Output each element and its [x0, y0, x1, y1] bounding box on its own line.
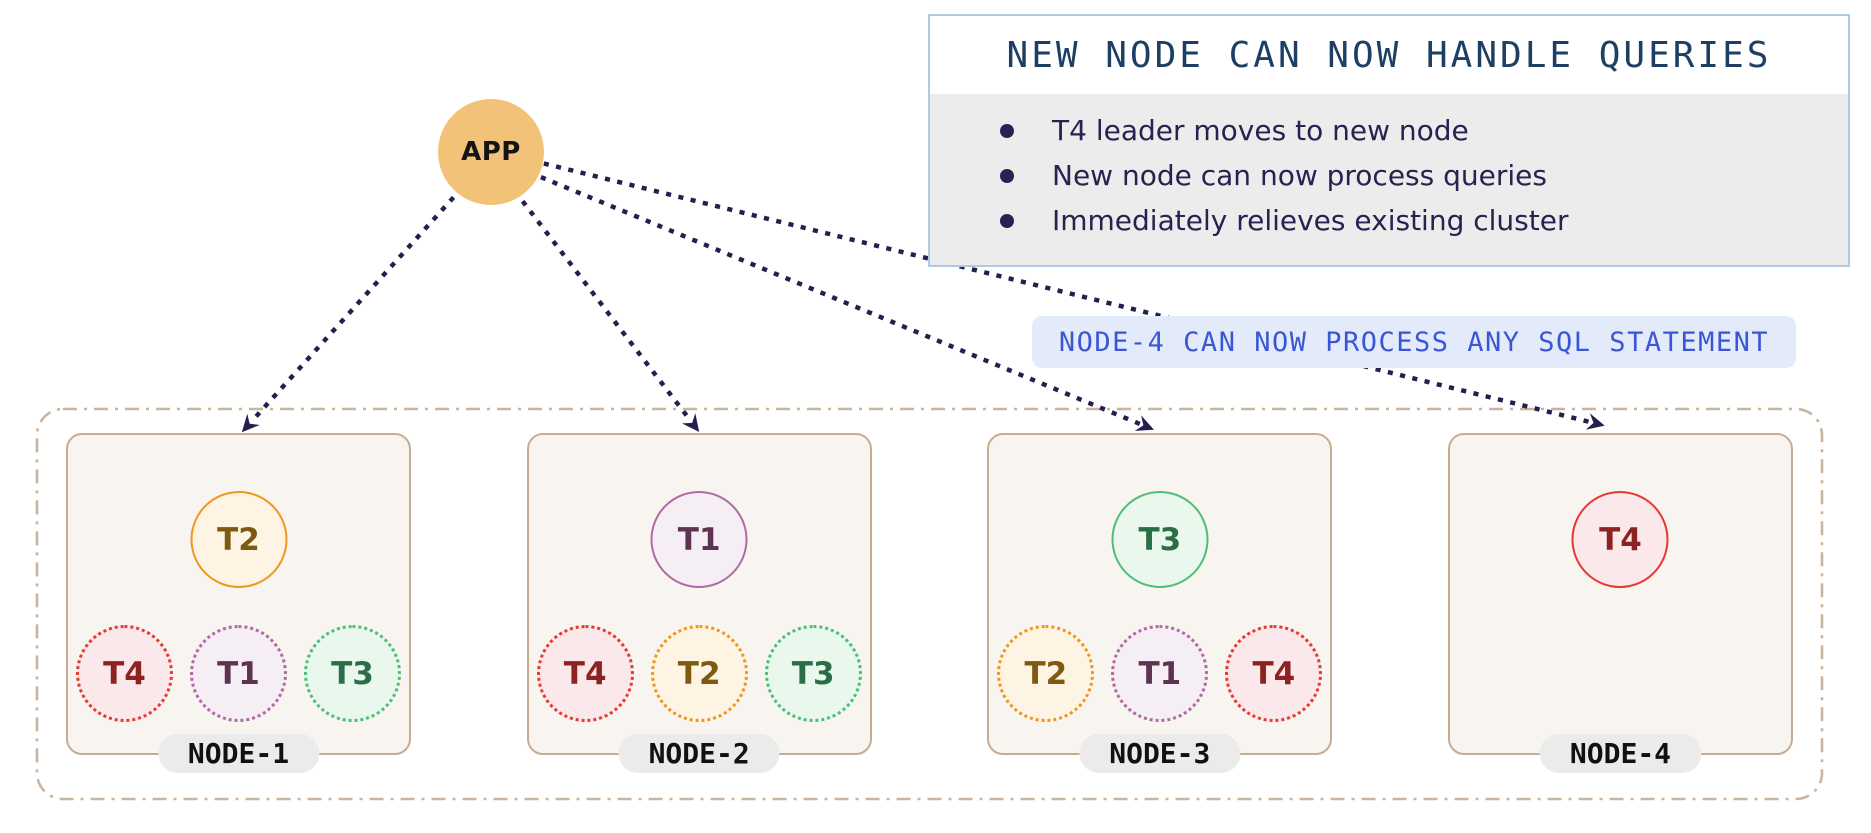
leader-tablet-t4: T4 [1571, 491, 1669, 588]
info-bullet: Immediately relieves existing cluster [982, 198, 1848, 243]
info-bullet: T4 leader moves to new node [982, 108, 1848, 153]
node-label: NODE-4 [1539, 734, 1702, 773]
app-to-node2-arrow [520, 199, 700, 433]
follower-tablet-t4: T4 [1225, 625, 1323, 722]
follower-tablet-t3: T3 [764, 625, 862, 722]
follower-tablet-t4: T4 [536, 625, 634, 722]
cluster-boundary [35, 407, 1824, 801]
info-bullet: New node can now process queries [982, 153, 1848, 198]
info-bullet-list: T4 leader moves to new node New node can… [982, 108, 1848, 243]
node-label: NODE-2 [618, 734, 780, 773]
app-to-node1-arrow [241, 195, 456, 433]
info-box-body: T4 leader moves to new node New node can… [930, 94, 1848, 265]
app-node: APP [438, 99, 544, 205]
leader-tablet-t1: T1 [650, 491, 748, 588]
leader-tablet-t3: T3 [1111, 491, 1209, 588]
follower-tablet-t2: T2 [650, 625, 748, 722]
app-label: APP [461, 137, 521, 167]
leader-tablet-t2: T2 [190, 491, 287, 588]
node-label: NODE-1 [157, 734, 320, 773]
follower-tablet-t1: T1 [1111, 625, 1209, 722]
node4-callout: NODE-4 CAN NOW PROCESS ANY SQL STATEMENT [1032, 316, 1796, 368]
info-box: NEW NODE CAN NOW HANDLE QUERIES T4 leade… [928, 14, 1850, 267]
info-box-title: NEW NODE CAN NOW HANDLE QUERIES [1006, 34, 1772, 76]
node-box-node-4: T4 NODE-4 [1447, 433, 1793, 773]
app-to-node4-arrow [543, 161, 1605, 430]
follower-tablet-t3: T3 [304, 625, 401, 722]
follower-tablet-t4: T4 [76, 625, 173, 722]
follower-tablet-t2: T2 [997, 625, 1095, 722]
node-label: NODE-3 [1079, 734, 1241, 773]
follower-tablet-t1: T1 [190, 625, 287, 722]
